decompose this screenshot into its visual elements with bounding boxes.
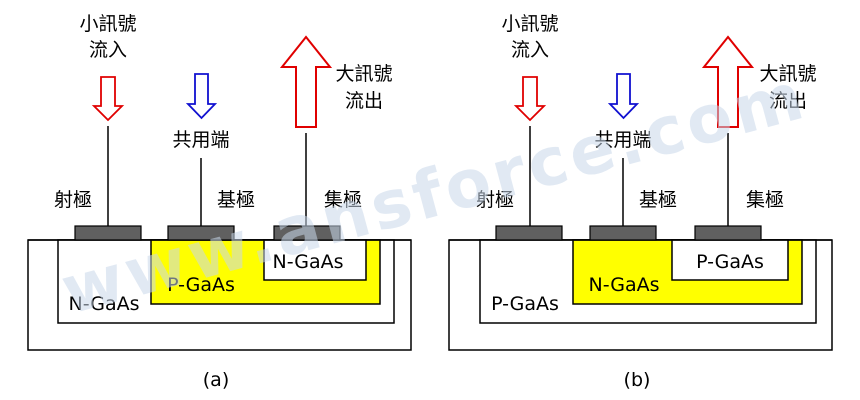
input-arrow-icon — [91, 76, 125, 122]
input-label-line2: 流入 — [511, 39, 549, 61]
common-arrow-icon — [185, 73, 218, 120]
emitter-label: 射極 — [476, 189, 514, 211]
base-label: 基極 — [639, 189, 677, 211]
base-layer-label: P-GaAs — [167, 274, 235, 296]
input-label-line1: 小訊號 — [501, 13, 558, 35]
output-arrow-icon — [701, 35, 755, 128]
input-label-line1: 小訊號 — [79, 13, 136, 35]
collector-layer-label: P-GaAs — [696, 251, 764, 273]
caption-a: (a) — [203, 369, 229, 391]
emitter-layer-label: N-GaAs — [68, 293, 139, 315]
collector-label: 集極 — [324, 189, 362, 211]
caption-b: (b) — [624, 369, 651, 391]
output-label-line1: 大訊號 — [335, 63, 392, 85]
base-label: 基極 — [217, 189, 255, 211]
emitter-label: 射極 — [54, 189, 92, 211]
base-layer-label: N-GaAs — [588, 274, 659, 296]
collector-label: 集極 — [746, 189, 784, 211]
emitter-contact — [495, 225, 563, 241]
emitter-layer-label: P-GaAs — [491, 293, 559, 315]
panel-a: 小訊號 流入 共用端 大訊號 流出 射極 基極 集極 N-GaAs P-GaAs… — [27, 13, 412, 391]
common-label: 共用端 — [594, 129, 651, 151]
common-label: 共用端 — [172, 129, 229, 151]
collector-layer-label: N-GaAs — [272, 251, 343, 273]
panel-b: 小訊號 流入 共用端 大訊號 流出 射極 基極 集極 P-GaAs N-GaAs… — [448, 13, 833, 391]
output-label-line2: 流出 — [345, 90, 383, 112]
base-contact — [589, 225, 657, 241]
collector-region — [671, 239, 789, 281]
output-label-line2: 流出 — [769, 90, 807, 112]
collector-region — [263, 239, 367, 281]
common-arrow-icon — [607, 73, 640, 120]
output-label-line1: 大訊號 — [759, 63, 816, 85]
input-arrow-icon — [513, 76, 547, 122]
input-label-line2: 流入 — [89, 39, 127, 61]
output-arrow-icon — [279, 35, 333, 128]
collector-contact — [273, 225, 341, 241]
collector-contact — [694, 225, 762, 241]
